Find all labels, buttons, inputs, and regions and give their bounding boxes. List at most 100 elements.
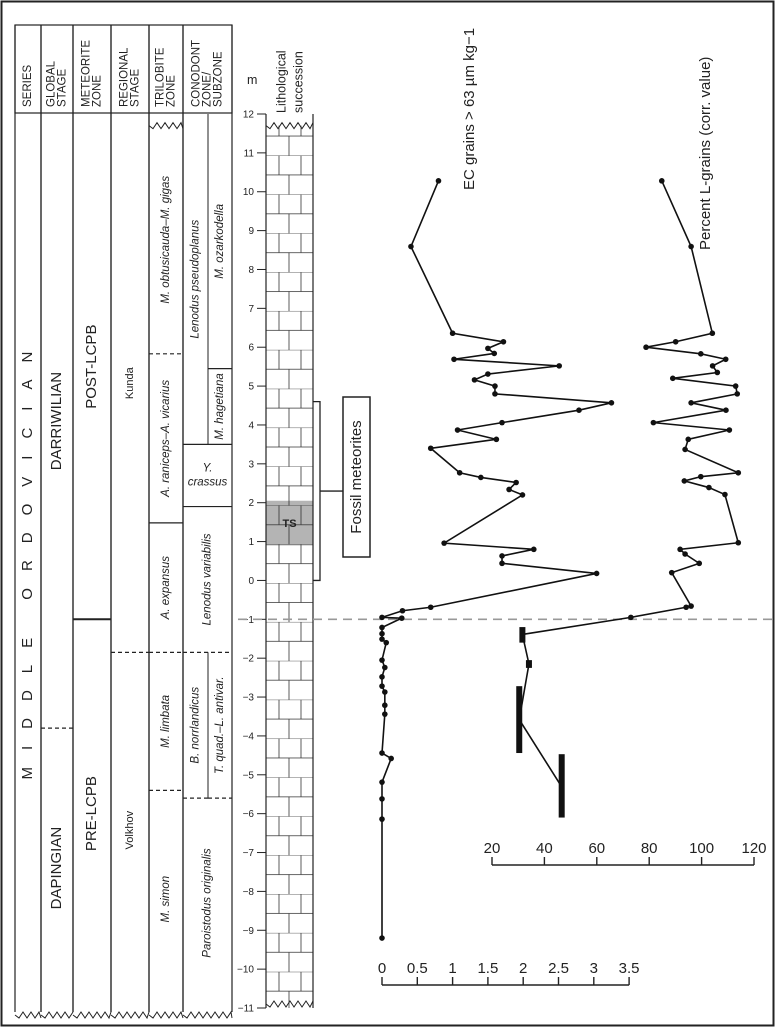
ec-grains-point	[379, 935, 385, 941]
ec-grains-point	[379, 816, 385, 822]
ec-grains-point	[519, 492, 526, 498]
zone-trilobite: A. expansus	[160, 556, 172, 621]
depth-tick-label: 9	[248, 226, 254, 237]
unconformity-zigzag	[148, 121, 184, 130]
lithology-header: succession	[291, 51, 305, 113]
ec-grains-point	[451, 356, 457, 363]
l-grains-point	[688, 603, 694, 609]
depth-tick-label: −7	[243, 848, 255, 859]
ec-grains-point	[382, 702, 388, 709]
l-grains-point	[672, 338, 679, 345]
column-break-zigzag	[14, 1010, 42, 1019]
depth-tick-label: −1	[243, 615, 255, 626]
zone-conodont: M. ozarkodella	[214, 204, 226, 279]
ec-grains-point	[379, 683, 385, 689]
ec-axis-tick-label: 2.5	[548, 960, 569, 977]
l-grains-range-bar	[525, 660, 532, 668]
depth-tick-label: 5	[248, 382, 254, 393]
ec-grains-point	[492, 391, 498, 397]
depth-tick-label: −9	[243, 926, 255, 937]
depth-tick-label: 10	[243, 187, 255, 198]
ec-axis-tick-label: 2	[519, 960, 527, 977]
series-label: MIDDLE ORDOVICIAN	[19, 335, 36, 780]
header-regional: STAGE	[130, 69, 142, 107]
l-grains-point	[682, 446, 688, 453]
l-grains-point	[732, 383, 739, 389]
header-global: STAGE	[57, 69, 69, 107]
column-break-zigzag	[72, 1011, 112, 1020]
ec-grains-point	[398, 615, 405, 621]
header-global: GLOBAL	[46, 60, 58, 107]
depth-tick-label: −10	[237, 965, 254, 976]
l-grains-point	[714, 369, 721, 376]
percent-axis-tick-label: 40	[536, 840, 553, 857]
ec-grains-point	[382, 711, 388, 717]
shaded-unit-label: TS	[282, 518, 296, 530]
lithology-header: Lithological	[274, 50, 288, 113]
l-grains-point	[685, 436, 692, 443]
l-grains-point	[682, 551, 688, 557]
ec-grains-point	[388, 755, 394, 762]
depth-tick-label: −6	[243, 809, 255, 820]
zone-conodont: Lenodus variabilis	[202, 533, 214, 625]
ec-grains-point	[379, 779, 385, 785]
ec-grains-point	[399, 607, 406, 614]
depth-tick-label: 2	[248, 498, 254, 509]
ec-grains-point	[408, 243, 414, 250]
depth-unit-label: m	[247, 73, 257, 87]
unconformity-zigzag	[265, 121, 314, 130]
depth-axis: m1211109876543210−1−2−3−4−5−6−7−8−9−10−1…	[237, 73, 266, 1015]
zone-conodont: M. hagetiana	[214, 373, 226, 440]
percent-axis-tick-label: 100	[689, 840, 714, 857]
depth-tick-label: 0	[248, 576, 254, 587]
depth-tick-label: −5	[243, 770, 255, 781]
header-regional: REGIONAL	[119, 47, 131, 107]
ec-grains-point	[382, 689, 388, 695]
header-conodont: SUBZONE	[213, 51, 225, 107]
ec-grains-point	[379, 674, 385, 680]
header-series: SERIES	[22, 64, 34, 107]
depth-tick-label: −2	[243, 654, 255, 665]
header-trilobite: ZONE	[166, 75, 178, 107]
zone-conodont: Y.	[203, 462, 213, 474]
ec-grains-point	[556, 363, 563, 369]
depth-tick-label: 3	[248, 459, 254, 470]
column-break-zigzag	[40, 1011, 74, 1019]
header-trilobite: TRILOBITE	[155, 47, 167, 107]
ec-axis-tick-label: 1.5	[477, 960, 498, 977]
ec-axis-tick-label: 3.5	[619, 960, 640, 977]
ec-axis-tick-label: 1	[448, 960, 456, 977]
ec-grains-point	[427, 445, 434, 452]
percent-axis-tick-label: 120	[741, 840, 766, 857]
l-grains-point	[683, 604, 689, 611]
l-grains-range-bar	[516, 686, 523, 754]
l-grains-point	[734, 391, 741, 397]
zone-conodont: Lenodus pseudoplanus	[190, 219, 202, 338]
l-grains-point	[709, 363, 716, 369]
zone-conodont: crassus	[188, 476, 228, 488]
ec-grains-point	[485, 345, 491, 352]
header-conodont: CONODONT	[191, 40, 203, 107]
l-grains-point	[726, 427, 733, 433]
ec-grains-point	[379, 614, 385, 621]
zone-meteorite: PRE-LCPB	[83, 776, 100, 851]
depth-tick-label: 7	[248, 304, 254, 315]
percent-axis-tick-label: 20	[484, 840, 501, 857]
l-grains-point	[735, 469, 742, 476]
ec-grains-point	[454, 427, 461, 433]
l-grains-point	[688, 400, 694, 406]
column-break-zigzag	[148, 1010, 184, 1019]
l-grains-point	[706, 484, 712, 491]
limestone-pattern	[266, 125, 313, 1009]
zone-trilobite: A. raniceps–A. vicarius	[160, 380, 172, 498]
column-break-zigzag	[110, 1011, 150, 1020]
ec-grains-point	[506, 486, 512, 493]
ec-grains-point	[435, 178, 442, 184]
ec-grains-point	[513, 479, 519, 486]
l-grains-point	[722, 491, 728, 498]
l-grains-point	[688, 243, 694, 250]
l-grains-point	[650, 419, 657, 426]
l-grains-point	[628, 614, 634, 621]
